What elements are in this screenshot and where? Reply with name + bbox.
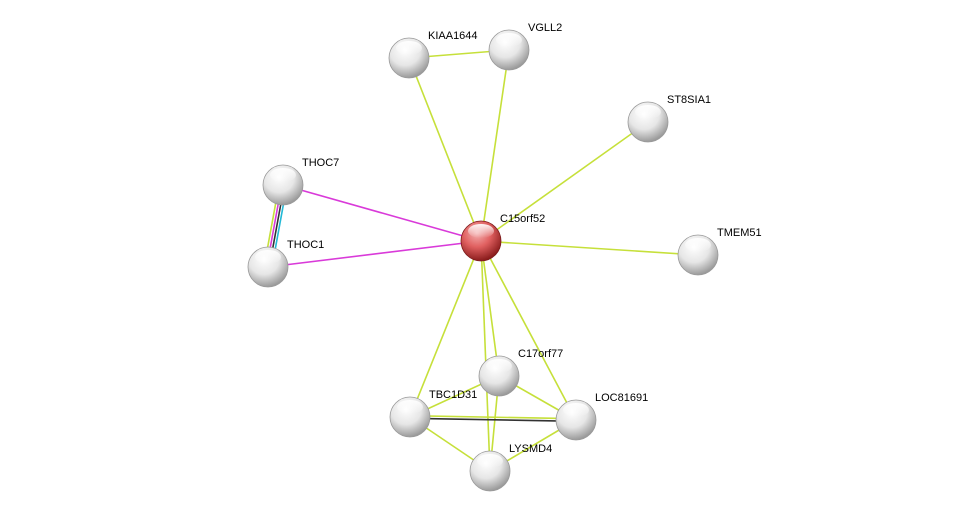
node-TBC1D31[interactable]: TBC1D31: [389, 389, 477, 438]
node-label: TMEM51: [717, 227, 762, 239]
edge-C15orf52-TBC1D31-textmining[interactable]: [409, 240, 482, 418]
node-C17orf77[interactable]: C17orf77: [478, 348, 563, 397]
node-highlight: [396, 41, 422, 55]
edge-TBC1D31-LOC81691-coexpression[interactable]: [409, 417, 576, 423]
node-highlight: [477, 454, 503, 468]
edge-TBC1D31-LOC81691-textmining[interactable]: [410, 414, 577, 420]
edge-C15orf52-VGLL2-textmining[interactable]: [480, 49, 510, 242]
node-label: C17orf77: [518, 348, 563, 360]
node-TMEM51[interactable]: TMEM51: [677, 227, 762, 276]
node-highlight: [685, 238, 711, 252]
node-label: LOC81691: [595, 392, 648, 404]
node-ST8SIA1[interactable]: ST8SIA1: [627, 94, 711, 143]
node-label: KIAA1644: [428, 30, 478, 42]
node-label: TBC1D31: [429, 389, 477, 401]
node-LOC81691[interactable]: LOC81691: [555, 392, 648, 441]
node-highlight: [468, 224, 494, 238]
node-highlight: [255, 250, 281, 264]
node-label: LYSMD4: [509, 443, 552, 455]
edge-C15orf52-THOC1-experiments[interactable]: [267, 240, 482, 268]
node-label: ST8SIA1: [667, 94, 711, 106]
node-LYSMD4[interactable]: LYSMD4: [469, 443, 552, 492]
edge-C15orf52-KIAA1644-textmining[interactable]: [408, 57, 482, 242]
node-THOC7[interactable]: THOC7: [262, 157, 339, 206]
node-highlight: [486, 359, 512, 373]
node-label: THOC1: [287, 239, 324, 251]
node-highlight: [496, 33, 522, 47]
node-label: THOC7: [302, 157, 339, 169]
node-label: C15orf52: [500, 213, 545, 225]
edge-C15orf52-ST8SIA1-textmining[interactable]: [480, 121, 649, 242]
edge-C15orf52-LOC81691-textmining[interactable]: [480, 240, 577, 421]
node-label: VGLL2: [528, 22, 562, 34]
node-C15orf52[interactable]: C15orf52: [460, 213, 545, 262]
node-VGLL2[interactable]: VGLL2: [488, 22, 562, 71]
node-highlight: [563, 403, 589, 417]
edge-C15orf52-C17orf77-textmining[interactable]: [480, 240, 500, 377]
edge-C15orf52-LYSMD4-textmining[interactable]: [480, 240, 491, 472]
edge-C15orf52-TMEM51-textmining[interactable]: [480, 240, 699, 256]
edge-C15orf52-THOC7-experiments[interactable]: [282, 184, 482, 242]
node-highlight: [397, 400, 423, 414]
node-KIAA1644[interactable]: KIAA1644: [388, 30, 478, 79]
node-highlight: [270, 168, 296, 182]
node-THOC1[interactable]: THOC1: [247, 239, 324, 288]
node-highlight: [635, 105, 661, 119]
